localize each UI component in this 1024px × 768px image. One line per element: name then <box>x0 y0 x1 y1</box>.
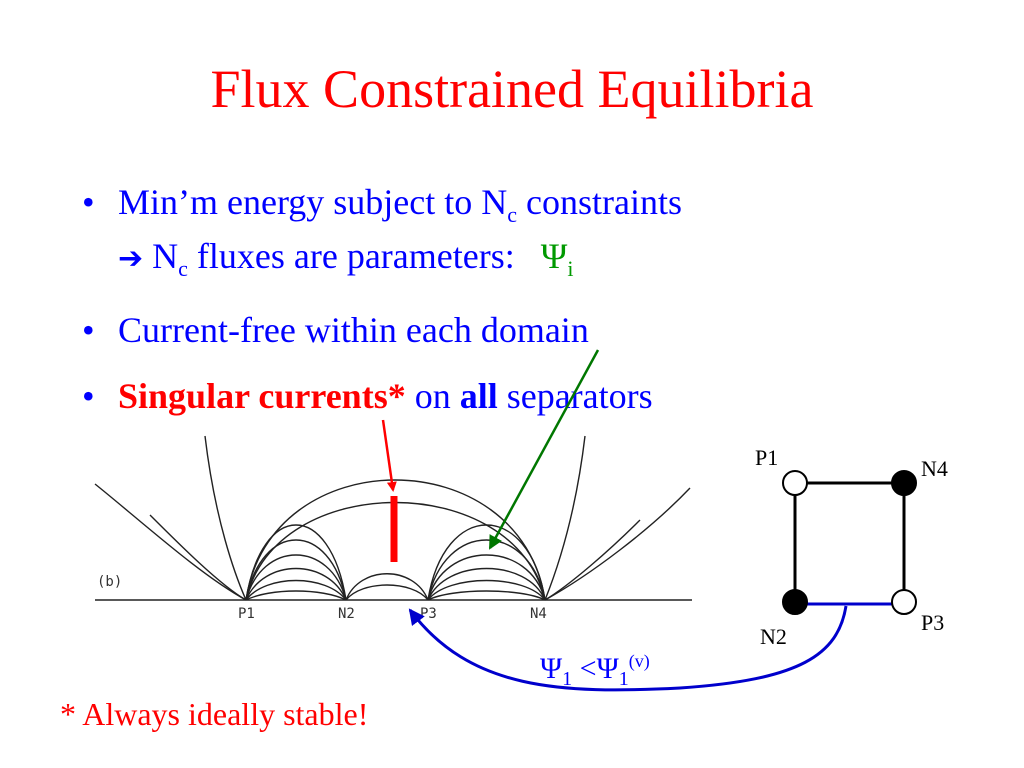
green-arrow-icon <box>488 349 600 550</box>
panel-label: (b) <box>97 574 122 590</box>
psi-i-symbol: Ψi <box>540 236 574 282</box>
blue-curved-arrow-icon <box>408 605 848 692</box>
field-line <box>94 483 247 601</box>
node-n2 <box>782 589 808 615</box>
field-line <box>245 579 347 601</box>
source-label-n2: N2 <box>338 606 355 622</box>
node-label-n2: N2 <box>760 624 787 649</box>
field-line <box>245 567 347 601</box>
bullet-dot: • <box>82 310 95 350</box>
footnote: * Always ideally stable! <box>60 696 369 732</box>
field-line <box>345 584 429 601</box>
node-p3 <box>891 589 917 615</box>
field-line <box>245 539 347 601</box>
field-line <box>544 487 691 601</box>
bullet-min-energy: •Min’m energy subject to Nc constraints <box>82 182 683 228</box>
field-line <box>345 573 429 601</box>
bullet-dot: • <box>82 182 95 222</box>
field-line-plot: (b) P1 N2 P3 N4 <box>93 435 693 622</box>
node-n4 <box>891 470 917 496</box>
bullet-dot: • <box>82 376 95 416</box>
field-line <box>427 554 546 601</box>
bullet-singular-currents: •Singular currents* on all separators <box>82 376 653 416</box>
field-line <box>427 524 546 601</box>
field-line <box>427 579 546 601</box>
field-line <box>245 524 347 601</box>
field-line <box>544 435 586 601</box>
field-line <box>544 519 641 601</box>
sub-bullet-fluxes: ➔ Nc fluxes are parameters:Ψi <box>118 236 574 282</box>
field-line <box>149 514 247 601</box>
field-line <box>427 539 546 601</box>
slide-title: Flux Constrained Equilibria <box>210 59 814 119</box>
source-label-p3: P3 <box>420 606 437 622</box>
source-label-p1: P1 <box>238 606 255 622</box>
field-line <box>245 554 347 601</box>
node-label-p3: P3 <box>921 610 945 635</box>
connectivity-graph <box>782 470 917 615</box>
field-line <box>245 590 347 601</box>
red-arrow-icon <box>381 419 397 492</box>
field-line <box>204 435 247 601</box>
node-label-p1: P1 <box>755 445 779 470</box>
node-label-n4: N4 <box>921 456 948 481</box>
field-line <box>427 567 546 601</box>
flux-inequality: Ψ1 <Ψ1(v) <box>540 651 650 690</box>
right-arrow-icon: ➔ <box>118 241 144 276</box>
field-line <box>427 590 546 601</box>
bullet-current-free: •Current-free within each domain <box>82 310 589 350</box>
field-line <box>245 479 546 601</box>
node-p1 <box>782 470 808 496</box>
source-label-n4: N4 <box>530 606 547 622</box>
